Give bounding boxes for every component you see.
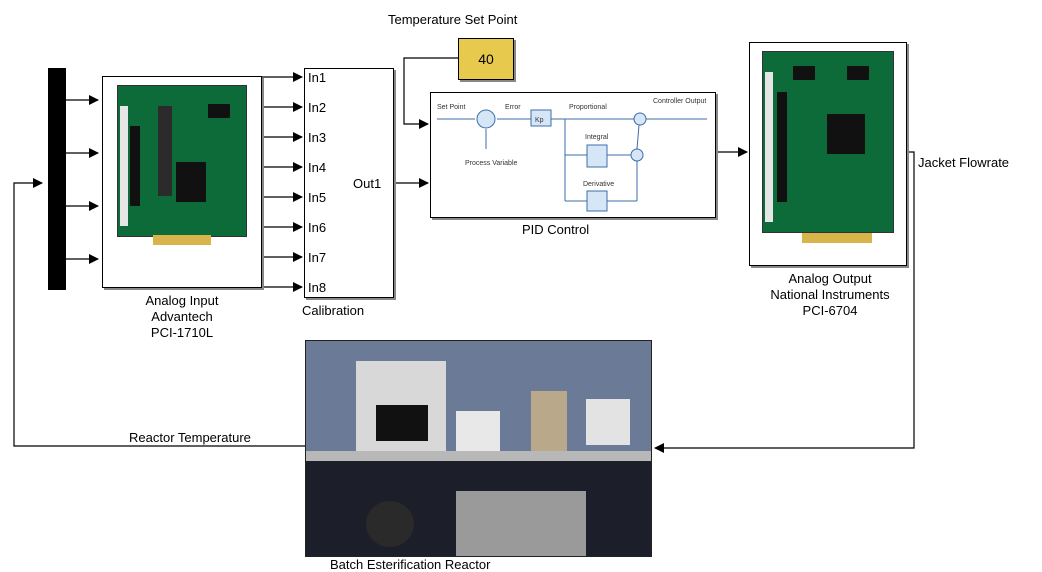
calibration-title: Calibration [302, 303, 365, 318]
calibration-port-in4: In4 [308, 160, 327, 175]
analog-input-block[interactable] [102, 76, 262, 288]
calibration-port-in2: In2 [308, 100, 327, 115]
analog-input-line2: Advantech [151, 309, 213, 324]
analog-input-caption: Analog Input Advantech PCI-1710L [112, 293, 252, 341]
setpoint-value: 40 [478, 51, 494, 67]
jacket-flowrate-wire [654, 151, 915, 453]
pid-label-error: Error [505, 104, 521, 111]
pid-label-set-point: Set Point [437, 104, 465, 111]
reactor-temperature-wire [13, 178, 305, 447]
calibration-port-out1: Out1 [353, 176, 382, 191]
advantech-board-image [117, 85, 247, 237]
batch-reactor-photo[interactable] [305, 340, 652, 557]
pid-label-process-variable: Process Variable [465, 160, 518, 167]
setpoint-constant-block[interactable]: 40 [458, 38, 514, 80]
calibration-port-in5: In5 [308, 190, 327, 205]
calibration-port-in7: In7 [308, 250, 327, 265]
reactor-temperature-label: Reactor Temperature [129, 430, 251, 445]
analog-output-line1: Analog Output [788, 271, 872, 286]
pid-label-controller-output: Controller Output [653, 98, 706, 105]
pid-label-kp: Kp [535, 117, 544, 124]
calibration-block[interactable]: In1 In2 In3 In4 In5 In6 In7 In8 Out1 [304, 68, 394, 298]
calibration-port-in8: In8 [308, 280, 327, 295]
pid-label-derivative: Derivative [583, 181, 614, 188]
analog-output-line3: PCI-6704 [802, 303, 858, 318]
analog-input-line1: Analog Input [145, 293, 219, 308]
setpoint-to-pid-wire [403, 57, 458, 129]
ni-board-image [762, 51, 894, 233]
setpoint-title: Temperature Set Point [388, 12, 518, 27]
jacket-flowrate-label: Jacket Flowrate [918, 155, 1010, 170]
calibration-port-in6: In6 [308, 220, 327, 235]
pid-label-integral: Integral [585, 134, 609, 141]
analog-output-line2: National Instruments [770, 287, 890, 302]
analog-input-line3: PCI-1710L [150, 325, 214, 340]
pid-label-proportional: Proportional [569, 104, 607, 111]
pid-control-block[interactable]: Set Point Error Kp Proportional Controll… [430, 92, 716, 218]
pid-title: PID Control [522, 222, 590, 237]
analog-output-caption: Analog Output National Instruments PCI-6… [738, 271, 922, 319]
analog-output-block[interactable] [749, 42, 907, 266]
reactor-caption: Batch Esterification Reactor [330, 557, 491, 572]
calibration-port-in3: In3 [308, 130, 327, 145]
calibration-port-in1: In1 [308, 70, 327, 85]
pid-internal-diagram: Set Point Error Kp Proportional Controll… [437, 98, 707, 212]
mux-block[interactable] [48, 68, 66, 290]
